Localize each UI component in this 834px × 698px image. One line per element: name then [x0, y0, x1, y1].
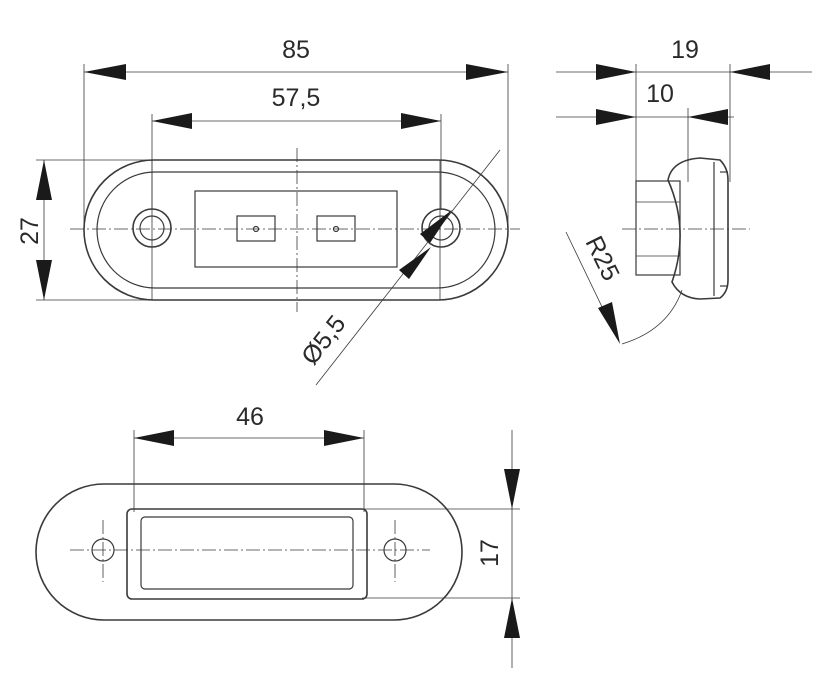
left-contact — [236, 215, 276, 242]
front-view — [70, 148, 520, 312]
side-lamp-head — [667, 157, 729, 300]
dimension-17: 17 — [362, 430, 520, 668]
dim-r25-label: R25 — [580, 232, 625, 286]
dim-17-label: 17 — [476, 539, 504, 567]
dim-10-label: 10 — [646, 80, 674, 108]
dim-27-label: 27 — [16, 217, 44, 245]
dimension-46: 46 — [133, 403, 365, 512]
bottom-view — [35, 483, 463, 621]
dim-85-label: 85 — [282, 36, 310, 64]
dimension-57-5: 57,5 — [151, 84, 442, 210]
front-inner-contour — [96, 171, 496, 289]
bottom-window-inner — [140, 516, 354, 590]
bottom-outer-contour — [35, 483, 463, 621]
dimension-10: 10 — [556, 80, 734, 182]
dim-57-5-label: 57,5 — [272, 84, 321, 112]
dimension-r25: R25 — [565, 232, 625, 344]
right-contact — [316, 215, 356, 242]
dimension-19: 19 — [556, 36, 812, 182]
dimension-85: 85 — [83, 36, 509, 230]
dim-19-label: 19 — [671, 36, 699, 64]
front-outer-contour — [83, 159, 509, 301]
side-view — [621, 157, 750, 345]
dim-46-label: 46 — [236, 403, 264, 431]
right-mounting-hole — [421, 208, 461, 248]
dim-diameter-label: Ø5,5 — [296, 310, 351, 370]
dimension-27: 27 — [16, 159, 300, 301]
bottom-window-outer — [126, 508, 368, 600]
